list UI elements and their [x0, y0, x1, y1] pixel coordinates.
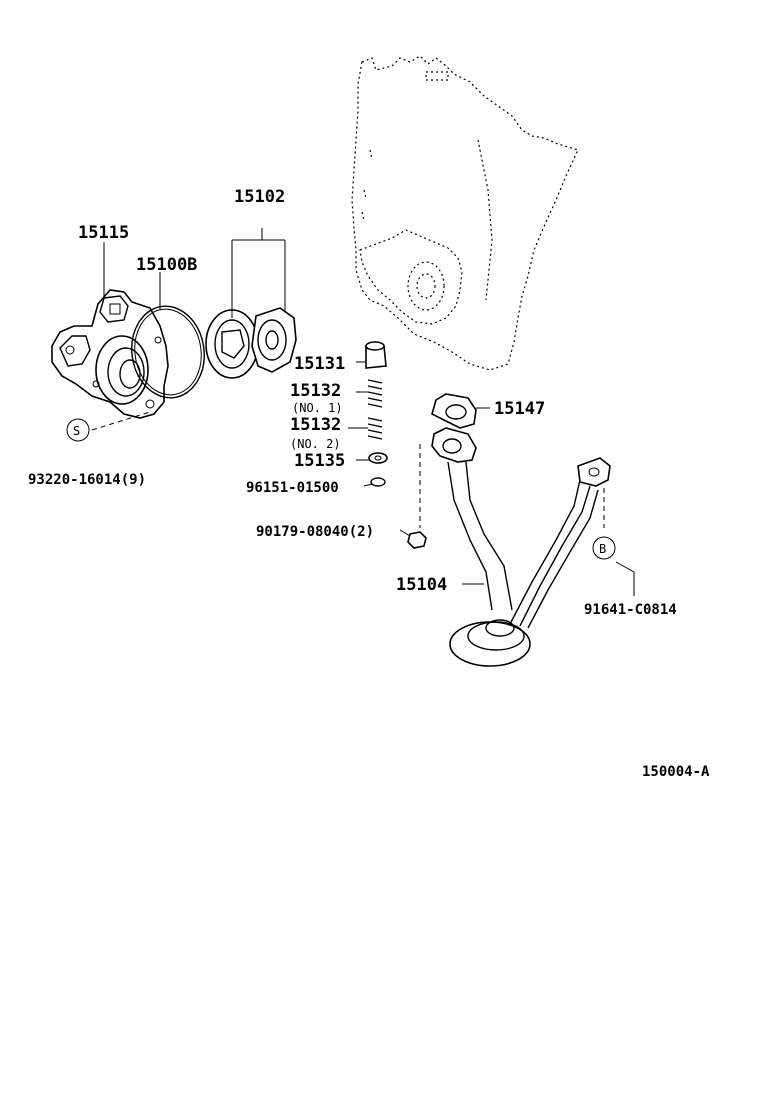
marker-b-text: B	[599, 542, 606, 556]
label-90179-08040: 90179-08040(2)	[256, 524, 374, 540]
oil-strainer-illustration	[431, 427, 611, 667]
label-91641-c0814: 91641-C0814	[584, 602, 677, 618]
label-15104: 15104	[396, 575, 447, 595]
label-15135: 15135	[294, 451, 345, 471]
label-15147: 15147	[494, 399, 545, 419]
engine-block-illustration	[351, 55, 579, 371]
leader-lines	[91, 228, 635, 596]
label-15132-no2-note: (NO. 2)	[290, 437, 341, 451]
marker-s-text: S	[73, 424, 80, 438]
label-15115: 15115	[78, 223, 129, 243]
label-15100b: 15100B	[136, 255, 197, 275]
label-15102: 15102	[234, 187, 285, 207]
label-96151-01500: 96151-01500	[246, 480, 339, 496]
label-15132-no1-note: (NO. 1)	[292, 401, 343, 415]
marker-s: S	[66, 418, 90, 442]
label-15132-no2: 15132	[290, 415, 341, 435]
relief-valve-stack-illustration	[365, 341, 427, 549]
oil-pump-rotor-illustration	[205, 307, 297, 379]
label-15131: 15131	[294, 354, 345, 374]
part-labels: 15102 15115 15100B 15131 15132 (NO. 1) 1…	[28, 187, 710, 780]
label-15132-no1: 15132	[290, 381, 341, 401]
strainer-gasket-illustration	[431, 393, 477, 429]
label-93220-16014: 93220-16014(9)	[28, 472, 146, 488]
reference-code: 150004-A	[642, 764, 710, 780]
oil-pump-body-illustration	[51, 289, 169, 419]
o-ring-gasket-illustration	[131, 305, 205, 399]
marker-b: B	[592, 536, 616, 560]
